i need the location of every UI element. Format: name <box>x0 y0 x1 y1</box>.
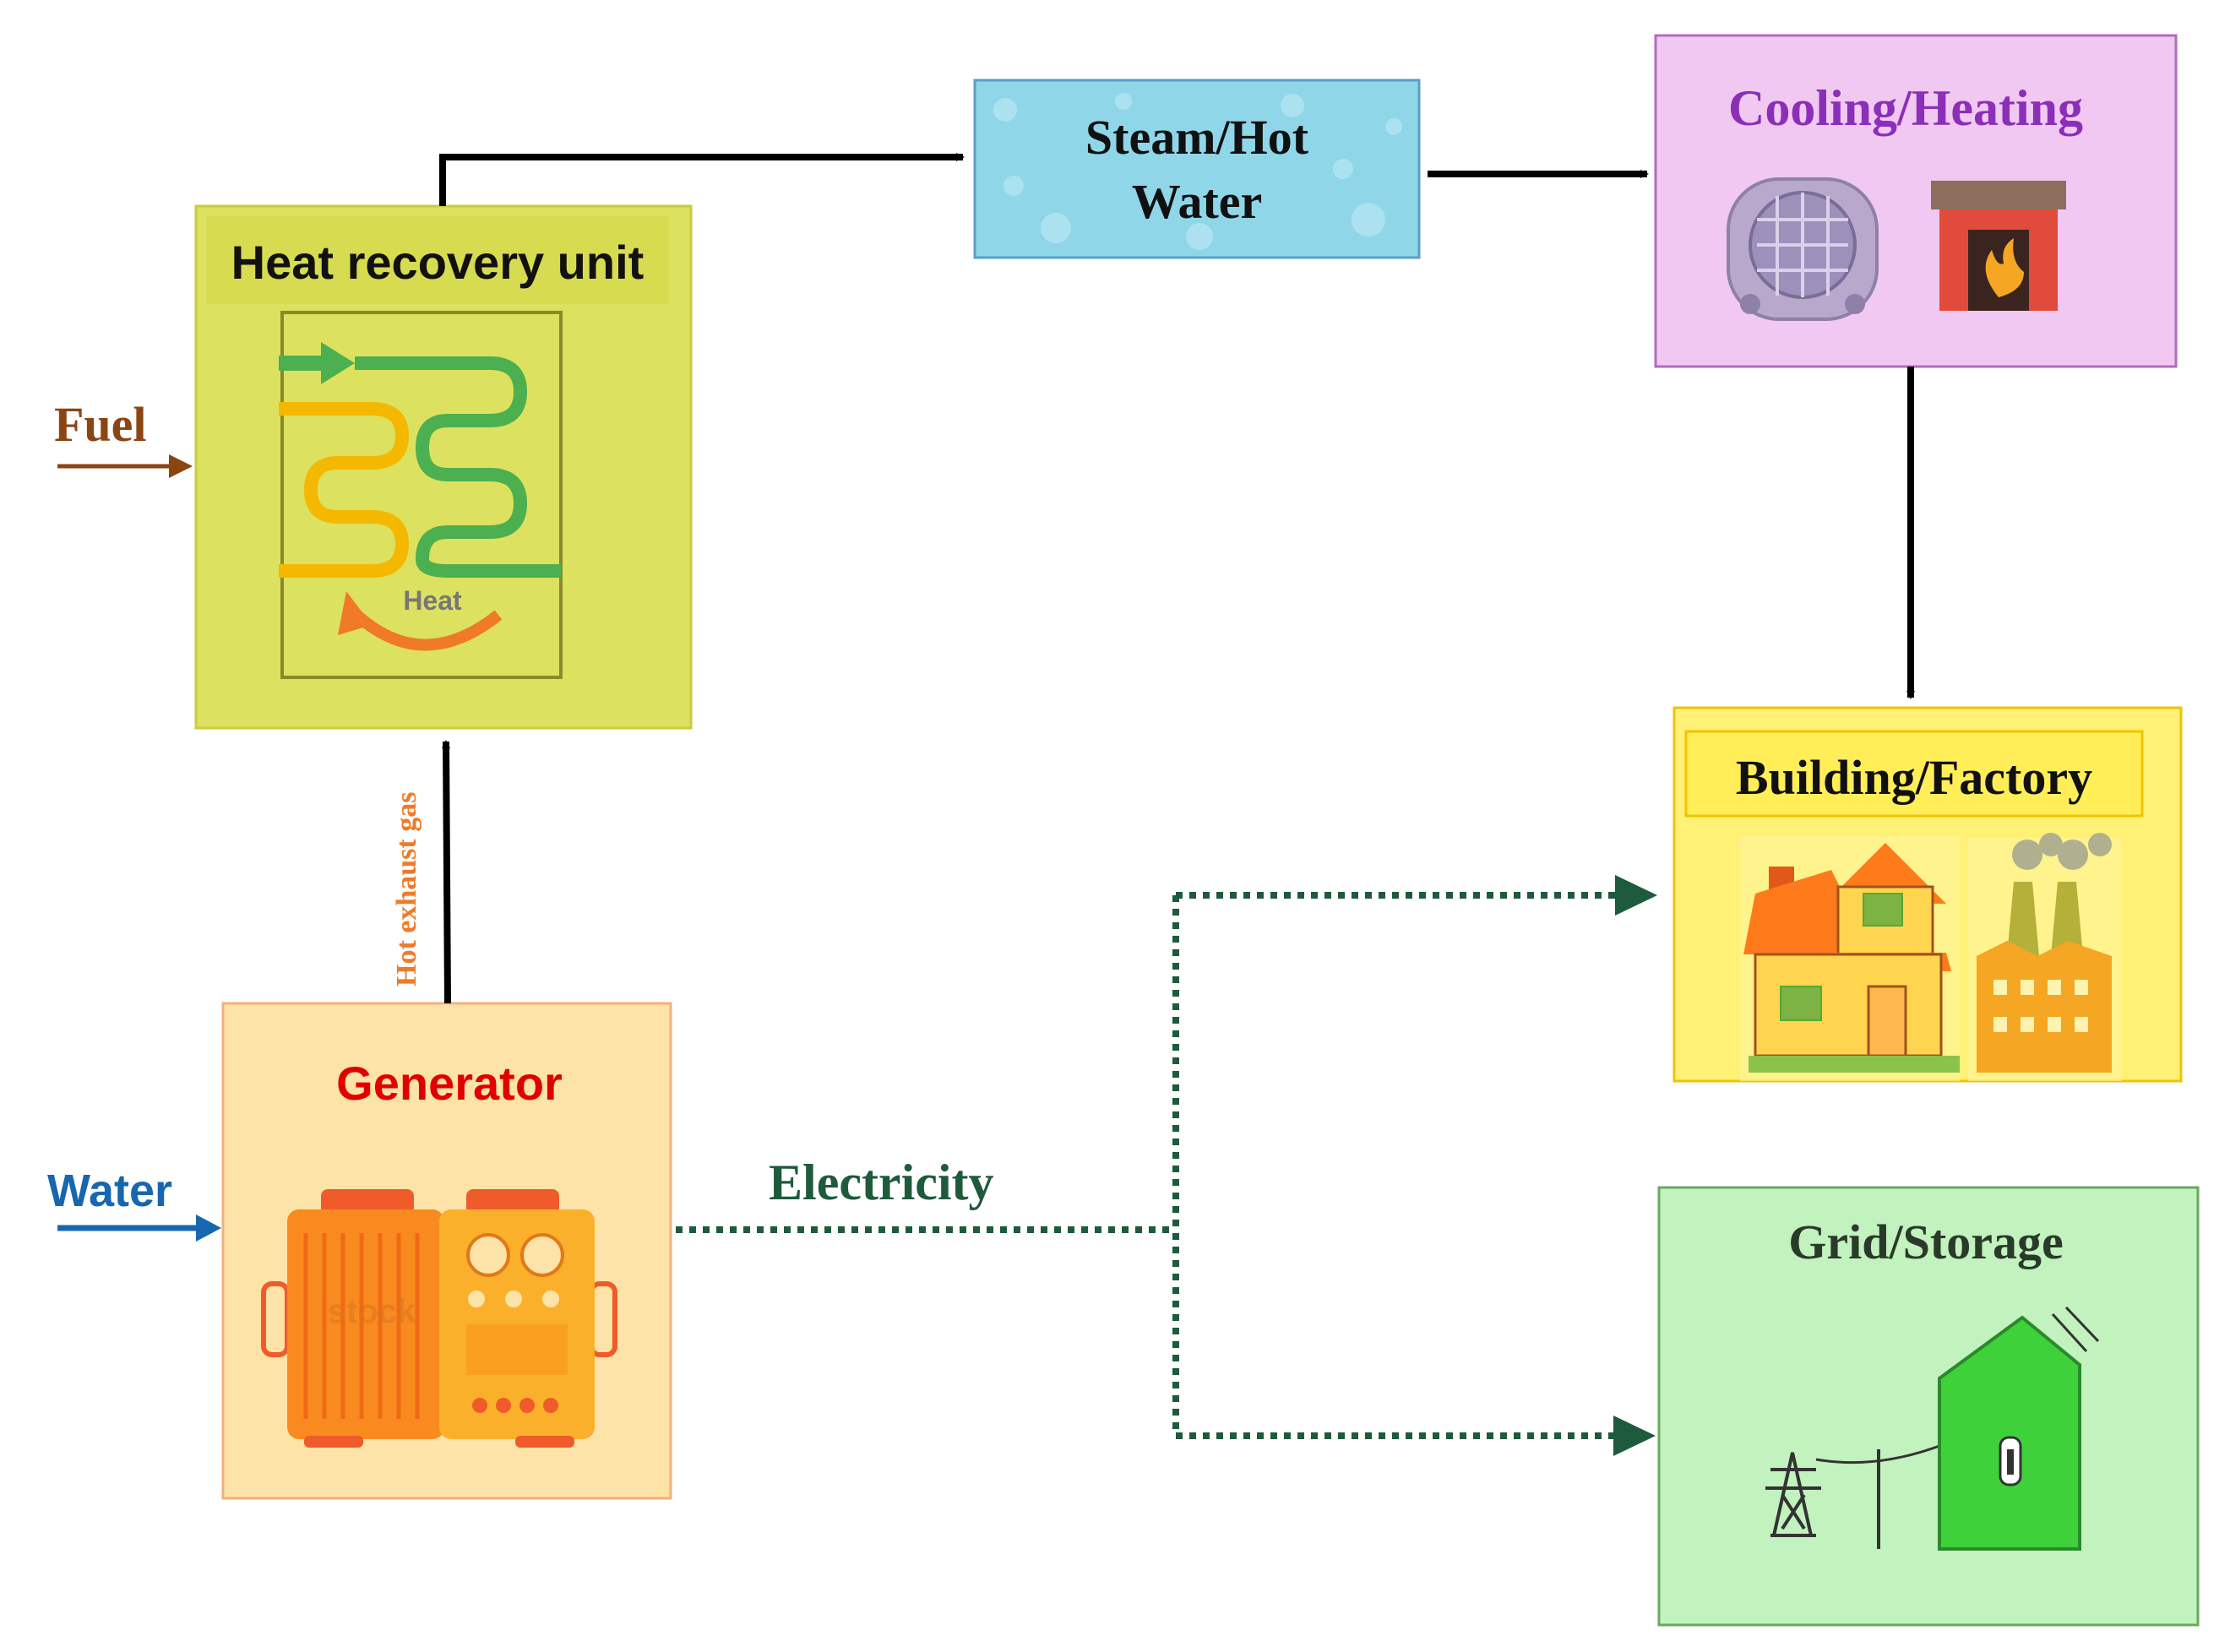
heat-flow-connectors <box>439 153 1915 1004</box>
generator-watermark: stock <box>328 1293 416 1330</box>
steam-label-line2: Water <box>1132 174 1263 229</box>
water-input: Water <box>47 1166 221 1242</box>
generator-title: Generator <box>336 1057 563 1110</box>
electricity-to-grid-arrowhead <box>1613 1416 1656 1456</box>
grid-storage-node: Grid/Storage <box>1657 1186 2200 1627</box>
water-label: Water <box>47 1166 172 1216</box>
fan-heater-icon <box>1727 177 1879 321</box>
fuel-input: Fuel <box>54 397 193 478</box>
electricity-flow: Electricity <box>676 875 1657 1456</box>
fuel-arrowhead <box>169 454 193 478</box>
cooling-heating-title: Cooling/Heating <box>1728 80 2083 136</box>
steam-label-line1: Steam/Hot <box>1085 110 1309 165</box>
water-droplet-texture <box>993 93 1402 250</box>
exhaust-arrow <box>442 740 451 1004</box>
electricity-to-building-arrowhead <box>1615 875 1657 916</box>
water-arrowhead <box>196 1215 221 1242</box>
heat-exchanger-icon: Heat <box>279 311 563 679</box>
power-line <box>1815 1444 1940 1465</box>
generator-icon: stock <box>261 1189 617 1448</box>
transmission-tower-icon <box>1765 1452 1821 1537</box>
grid-storage-title: Grid/Storage <box>1788 1215 2063 1269</box>
exhaust-label: Hot exhaust gas <box>391 792 422 986</box>
fuel-label: Fuel <box>54 397 147 452</box>
factory-icon <box>1968 833 2122 1081</box>
fireplace-icon <box>1931 181 2066 311</box>
building-factory-title: Building/Factory <box>1736 750 2092 805</box>
house-icon <box>1740 836 1960 1081</box>
heat-recovery-unit: Heat recovery unit Heat <box>194 204 693 730</box>
generator-node: Generator sto <box>221 1002 672 1500</box>
cooling-heating-node: Cooling/Heating <box>1654 34 2178 368</box>
heat-recovery-title: Heat recovery unit <box>231 236 645 289</box>
heat-inner-label: Heat <box>403 585 462 616</box>
electricity-label: Electricity <box>769 1155 994 1210</box>
hru-to-steam-arrow <box>439 153 965 206</box>
steam-hot-water-node: Steam/Hot Water <box>973 79 1421 259</box>
building-factory-node: Building/Factory <box>1672 706 2183 1083</box>
storage-building-icon <box>1938 1306 2100 1551</box>
